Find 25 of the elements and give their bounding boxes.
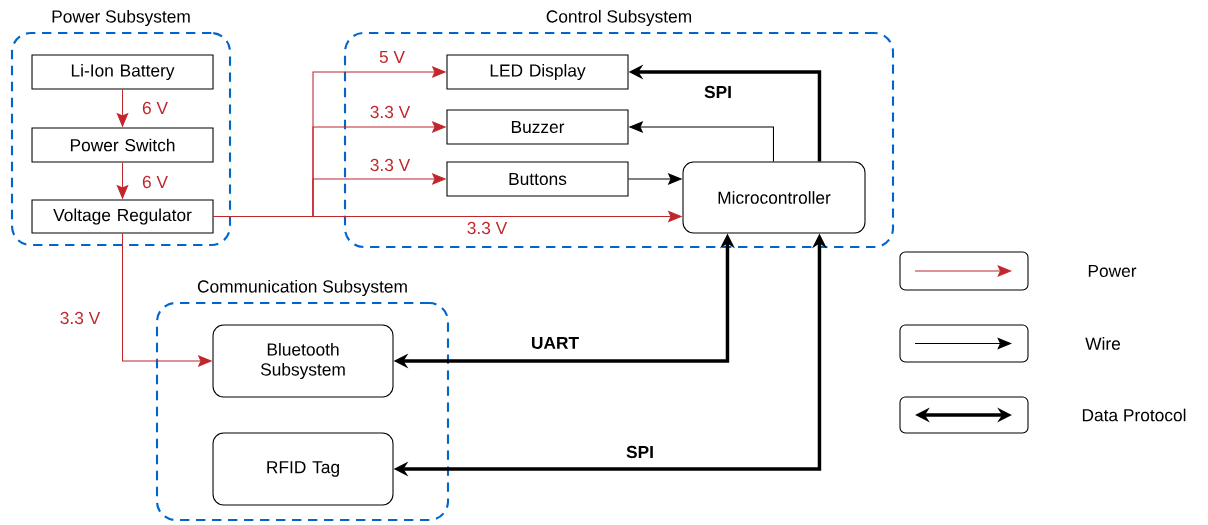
process-box: Power Switch — [31, 127, 214, 163]
edge-label: 3.3 V — [58, 310, 102, 326]
process-box: Buzzer — [446, 109, 629, 145]
rounded-box: Bluetooth Subsystem — [212, 324, 394, 398]
process-box: LED Display — [446, 54, 629, 90]
legend-label: Power — [1088, 264, 1137, 278]
legend-label: Wire — [1085, 337, 1121, 350]
group-title: Communication Subsystem — [197, 279, 407, 297]
edge-label: 6 V — [140, 174, 170, 190]
rounded-box: RFID Tag — [212, 432, 394, 506]
edge-label: UART — [529, 335, 581, 351]
edge-label: 3.3 V — [368, 157, 412, 173]
process-box: Li-Ion Battery — [31, 54, 214, 90]
group-title: Power Subsystem — [52, 9, 190, 27]
process-box: Buttons — [446, 161, 629, 197]
edge-label: SPI — [624, 444, 656, 460]
edge-label: 6 V — [140, 100, 170, 116]
edge-label: 3.3 V — [368, 104, 412, 120]
legend-label: Data Protocol — [1082, 408, 1186, 422]
group-title: Control Subsystem — [546, 9, 692, 27]
edge-label: 5 V — [377, 49, 407, 65]
rounded-box: Microcontroller — [682, 161, 866, 234]
edge-label: 3.3 V — [465, 220, 509, 236]
edge-label: SPI — [702, 84, 734, 100]
process-box: Voltage Regulator — [31, 199, 214, 234]
